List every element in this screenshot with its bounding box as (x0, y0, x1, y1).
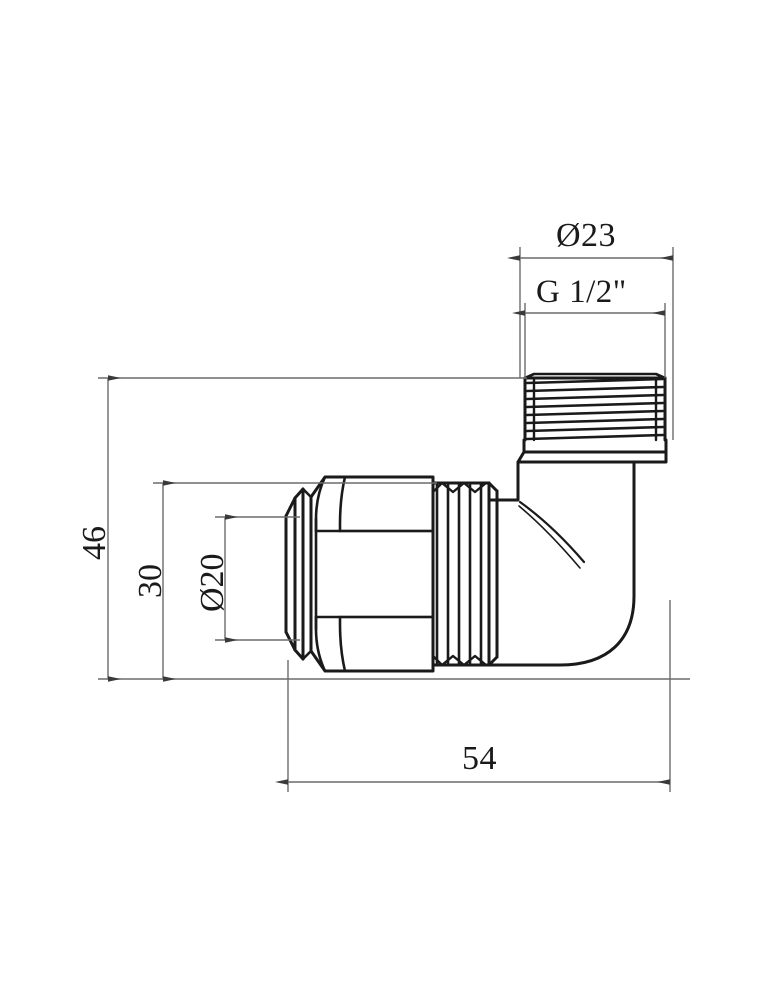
dimension-label-length-overall: 54 (462, 740, 497, 777)
dimension-pipe-diameter (215, 514, 300, 643)
dimension-height-overall (98, 375, 690, 682)
dimension-length-overall (275, 600, 671, 792)
dimension-height-axis (153, 480, 437, 682)
dimension-label-pipe-diameter: Ø20 (194, 553, 231, 612)
horizontal-thread (431, 481, 499, 667)
dimension-label-outer-diameter-top: Ø23 (556, 217, 617, 254)
part-geometry (284, 372, 668, 673)
dimension-lines (98, 247, 690, 792)
tube-collar-ferrule (284, 487, 313, 661)
male-thread-vertical (523, 372, 667, 442)
dimension-label-height-overall: 46 (76, 526, 113, 560)
dimension-thread-spec (512, 303, 666, 378)
dimension-label-height-axis: 30 (132, 564, 169, 598)
dimension-label-thread-spec: G 1/2" (536, 274, 627, 310)
elbow-inner-fillet (518, 500, 586, 569)
elbow-body (487, 438, 668, 667)
